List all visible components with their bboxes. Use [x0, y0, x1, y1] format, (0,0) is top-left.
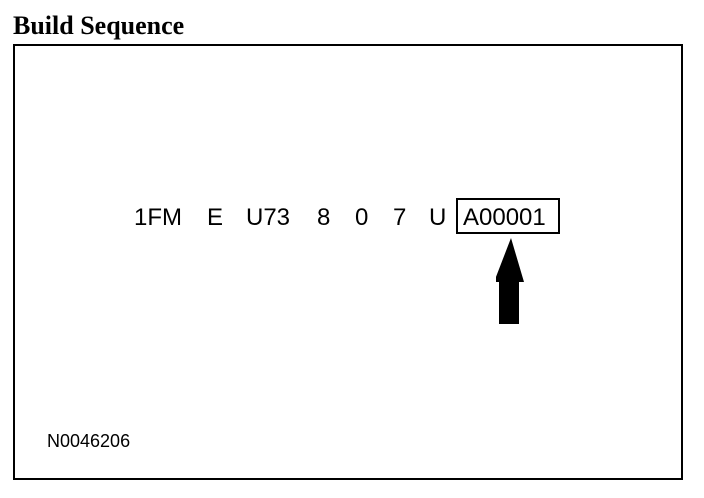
figure-title: Build Sequence [13, 11, 185, 40]
figure-code: N0046206 [47, 431, 131, 451]
vin-segment-4: 8 [317, 204, 331, 231]
vin-segment-2: E [207, 204, 224, 231]
build-sequence-number: A00001 [463, 204, 546, 231]
up-arrow-icon [496, 238, 524, 324]
vin-segment-7: U [429, 204, 447, 231]
vin-segment-5: 0 [355, 204, 369, 231]
vin-segment-3: U73 [246, 204, 291, 231]
vin-segment-6: 7 [393, 204, 407, 231]
vin-segment-1: 1FM [134, 204, 182, 231]
diagram-frame [13, 44, 683, 480]
build-sequence-box: A00001 [456, 198, 560, 234]
